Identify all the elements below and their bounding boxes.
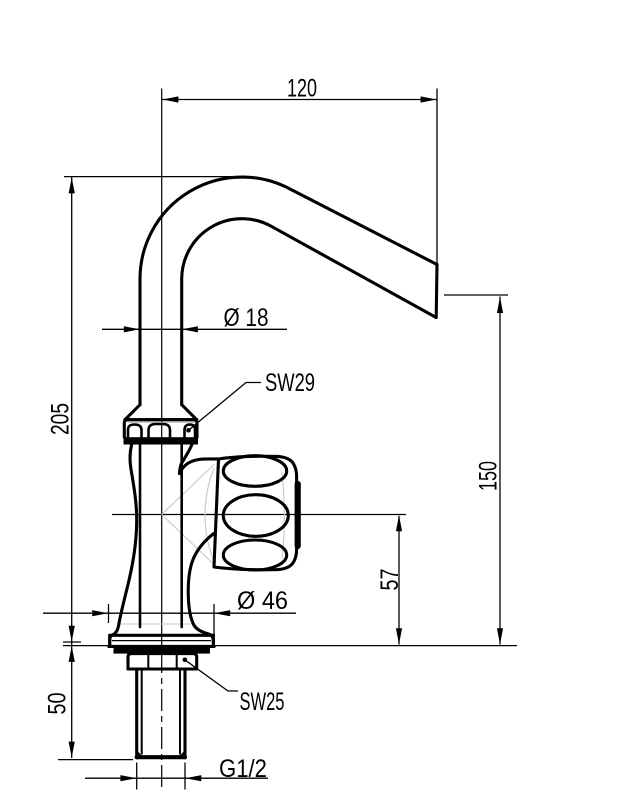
- leader-sw29: SW29: [186, 369, 315, 433]
- dim-handle-height: 57: [376, 515, 404, 645]
- handle-knob: [212, 454, 301, 572]
- dim-outlet-height-label: 150: [475, 461, 503, 491]
- neck-top-curve: [177, 457, 221, 476]
- arrowhead-right: [181, 326, 198, 333]
- handle-inner-arc: [281, 471, 285, 560]
- nut-base-band: [123, 437, 198, 445]
- cone-arc: [204, 467, 215, 563]
- arrowhead-left: [162, 96, 179, 103]
- arrowhead-top: [395, 515, 403, 532]
- nut-facet-left: [126, 423, 143, 439]
- nut-flare-right: [180, 403, 199, 422]
- hex-top-label: SW29: [265, 369, 315, 397]
- dim-handle-height-label: 57: [376, 569, 404, 591]
- arrowhead-top: [68, 645, 75, 662]
- handle-grip-ellipse-middle: [221, 493, 290, 538]
- hex-bottom-label: SW25: [240, 688, 285, 716]
- leader-line: [184, 659, 238, 692]
- dim-shank-length-label: 50: [44, 693, 72, 715]
- dim-thread-label: G1/2: [219, 755, 267, 783]
- handle-grip-ellipse-bottom: [221, 538, 289, 572]
- dimensions: 120 Ø 18 205 50: [43, 75, 508, 790]
- dim-total-height: 205: [47, 175, 253, 758]
- body-left-edge: [108, 442, 139, 648]
- arrowhead-left: [123, 326, 140, 333]
- spout-end-face: [434, 262, 439, 320]
- threaded-shank: [134, 667, 188, 760]
- arrowhead-right: [214, 610, 231, 617]
- washer-band: [113, 648, 210, 654]
- dim-thread: G1/2: [85, 755, 268, 790]
- cone-line-upper: [161, 464, 215, 515]
- handle-grip-ellipse-top: [221, 454, 289, 488]
- nut-facet-center: [147, 422, 172, 439]
- arrowhead-bottom: [68, 625, 75, 642]
- arrowhead-bottom: [496, 628, 504, 645]
- hex-nut-sw25-outline: [126, 652, 199, 671]
- dim-pipe-diameter: Ø 18: [102, 304, 287, 333]
- dim-pipe-diameter-label: Ø 18: [224, 304, 269, 332]
- dim-reach: 120: [162, 75, 438, 263]
- arrowhead-right: [420, 96, 437, 103]
- nut-flare-left: [123, 403, 142, 422]
- spout-outer-edge: [138, 175, 439, 407]
- arrowhead-top: [496, 297, 504, 313]
- arrowhead-bottom: [68, 741, 75, 758]
- leader-sw25: SW25: [182, 657, 285, 716]
- dim-reach-label: 120: [287, 75, 317, 103]
- arrowhead-left: [120, 775, 137, 782]
- faucet-outline: [107, 175, 439, 760]
- dim-outlet-height: 150: [444, 294, 508, 645]
- construction-lines: [120, 421, 285, 625]
- base-assembly: [107, 633, 216, 671]
- arrowhead-bottom: [395, 628, 403, 645]
- dim-base-diameter-label: Ø 46: [237, 587, 288, 615]
- spout: [138, 175, 439, 407]
- hex-nut-sw29: [122, 403, 199, 445]
- dim-base-diameter: Ø 46: [43, 587, 296, 634]
- arrowhead-top: [68, 177, 75, 194]
- valve-body: [108, 442, 221, 648]
- arrowhead-right: [185, 775, 202, 782]
- cone-line-lower: [161, 514, 215, 565]
- nut-facet-right: [183, 423, 197, 439]
- arrowhead-left: [92, 610, 109, 617]
- spout-inner-edge: [180, 217, 438, 407]
- dim-total-height-label: 205: [47, 403, 75, 435]
- dim-shank-length: 50: [44, 645, 133, 761]
- centerlines: [63, 88, 517, 792]
- leader-line: [188, 381, 261, 431]
